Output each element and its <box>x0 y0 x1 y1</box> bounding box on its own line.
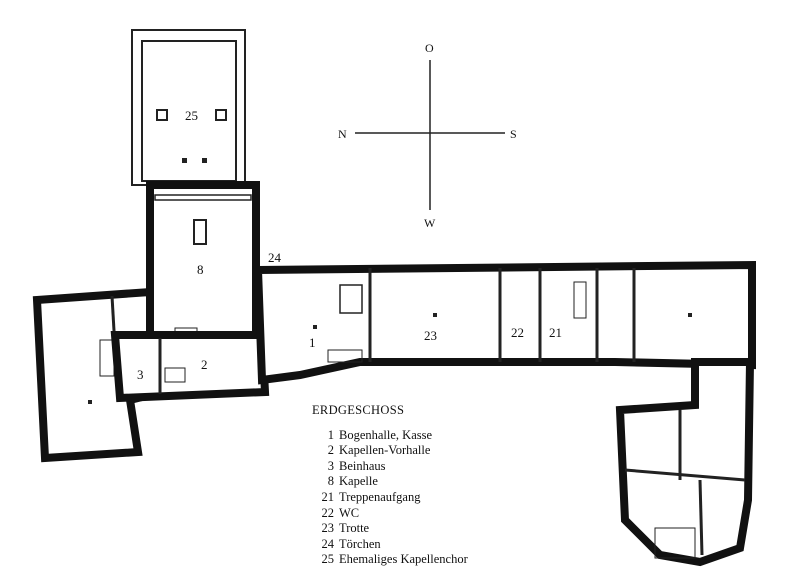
room-label-24: 24 <box>268 250 282 265</box>
legend-item: 3 Beinhaus <box>312 459 468 475</box>
legend-item: 1 Bogenhalle, Kasse <box>312 428 468 444</box>
legend-item-name: Ehemaliges Kapellenchor <box>339 552 468 567</box>
legend-item-name: Kapellen-Vorhalle <box>339 443 431 458</box>
room-label-1: 1 <box>309 335 316 350</box>
legend-item-number: 22 <box>321 505 335 520</box>
legend-item-number: 21 <box>321 489 335 504</box>
legend-item-name: Treppenaufgang <box>339 489 421 504</box>
legend-item-name: Beinhaus <box>339 458 386 473</box>
legend-item-name: Trotte <box>339 521 370 536</box>
main-range <box>253 260 756 385</box>
legend-item-number: 1 <box>327 427 334 442</box>
legend-item-name: WC <box>339 505 360 520</box>
legend-item-number: 23 <box>321 521 335 536</box>
legend-item: 24 Törchen <box>312 537 468 553</box>
right-wing <box>615 358 755 567</box>
legend-item-name: Kapelle <box>339 474 378 489</box>
legend-item-number: 25 <box>321 552 335 567</box>
room-label-8: 8 <box>197 262 204 277</box>
legend-item: 23 Trotte <box>312 521 468 537</box>
legend-item-number: 8 <box>327 474 334 489</box>
compass-south: S <box>510 127 517 141</box>
room-label-21: 21 <box>549 325 562 340</box>
room-label-22: 22 <box>511 325 524 340</box>
legend-item: 21 Treppenaufgang <box>312 490 468 506</box>
legend-item-number: 24 <box>321 536 335 551</box>
room-label-3: 3 <box>137 367 144 382</box>
legend-item: 8 Kapelle <box>312 474 468 490</box>
legend-item: 22 WC <box>312 506 468 522</box>
legend-item-name: Törchen <box>339 536 381 551</box>
room-label-25: 25 <box>185 108 198 123</box>
compass-rose: O N S W <box>338 41 517 230</box>
legend-title: ERDGESCHOSS <box>312 403 405 417</box>
room-label-23: 23 <box>424 328 437 343</box>
compass-west: W <box>424 216 436 230</box>
legend-item-name: Bogenhalle, Kasse <box>339 427 433 442</box>
legend: ERDGESCHOSS 1 Bogenhalle, Kasse 2 Kapellen-… <box>312 403 468 568</box>
legend-item: 25 Ehemaliges Kapellenchor <box>312 552 468 568</box>
legend-item-number: 2 <box>327 443 334 458</box>
compass-north: N <box>338 127 347 141</box>
compass-east: O <box>425 41 434 55</box>
legend-item-number: 3 <box>327 458 334 473</box>
legend-item: 2 Kapellen-Vorhalle <box>312 443 468 459</box>
legend-items: 1 Bogenhalle, Kasse 2 Kapellen-Vorhalle 3 Bei… <box>312 428 468 568</box>
room-label-2: 2 <box>201 357 208 372</box>
room-2-3-vestibule <box>110 331 270 403</box>
